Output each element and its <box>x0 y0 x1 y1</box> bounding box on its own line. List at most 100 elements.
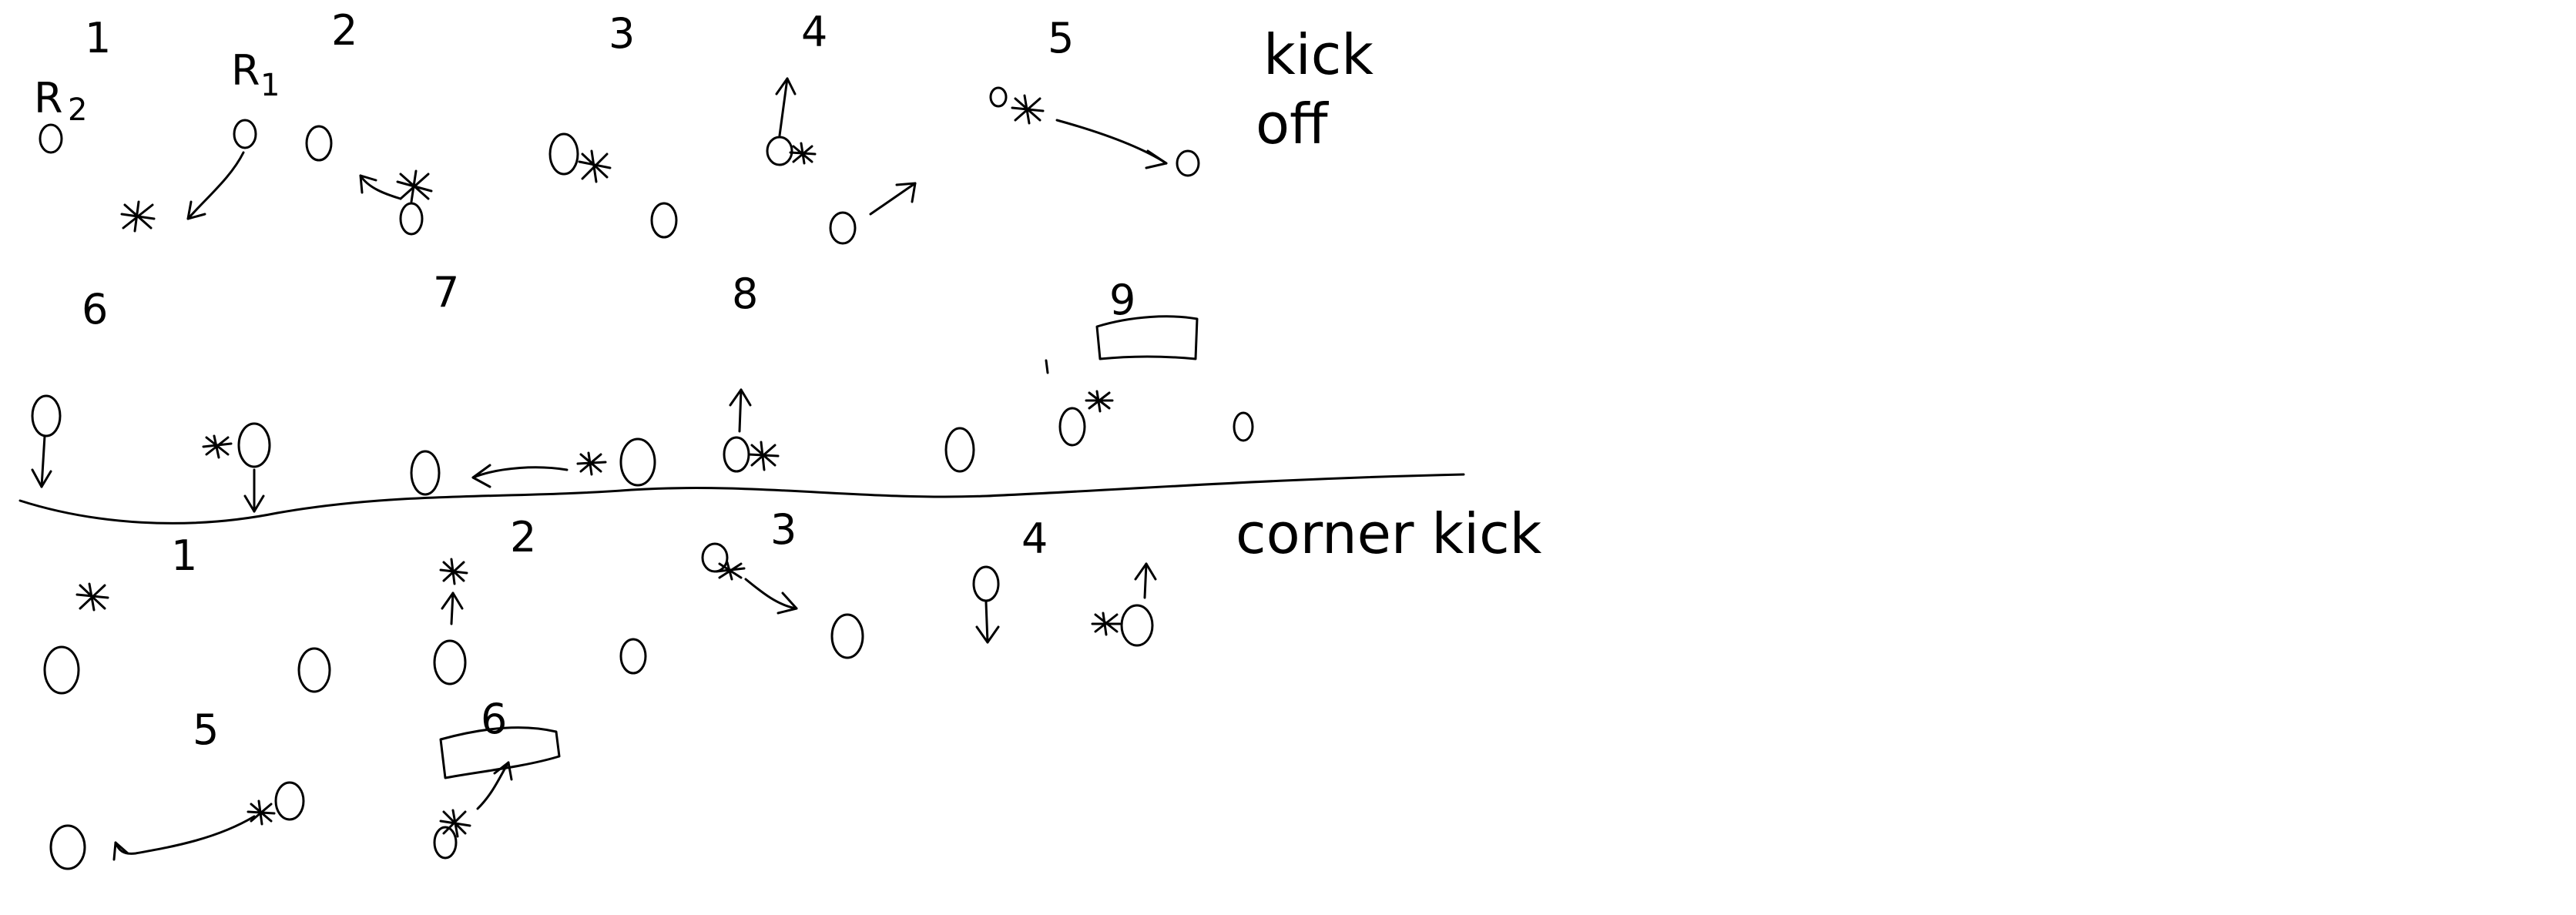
player-marker <box>410 450 441 496</box>
player-marker <box>829 211 857 245</box>
ball-marker <box>1085 390 1114 413</box>
goal-box <box>1095 315 1199 360</box>
player-marker <box>1058 407 1086 447</box>
ball-marker <box>396 169 433 203</box>
kickoff-scenario-number-7: 7 <box>433 268 459 317</box>
player-marker <box>233 119 257 149</box>
player-marker <box>1233 411 1254 442</box>
movement-arrow <box>1055 119 1168 165</box>
player-marker <box>31 394 62 437</box>
goal-box <box>439 726 561 779</box>
player-marker <box>433 826 458 860</box>
ball-marker <box>1011 94 1045 125</box>
kickoff-scenario-number-9: 9 <box>1109 276 1135 324</box>
ball-marker <box>747 441 780 471</box>
corner-scenario-number-4: 4 <box>1021 514 1048 563</box>
arrowhead <box>471 464 491 488</box>
movement-arrow <box>869 182 917 216</box>
player-marker <box>399 202 424 236</box>
ball-marker <box>701 542 746 581</box>
kickoff-scenario-number-5: 5 <box>1048 14 1074 62</box>
movement-arrow <box>778 77 789 137</box>
player-marker <box>830 613 864 659</box>
arrowhead <box>975 625 1000 644</box>
arrowhead <box>243 494 265 513</box>
ball-marker <box>75 582 109 612</box>
ball-marker <box>789 142 817 165</box>
player-marker <box>619 437 656 487</box>
corner-scenario-number-2: 2 <box>510 513 536 561</box>
ball-marker <box>439 558 468 585</box>
arrowhead <box>895 182 917 203</box>
player-marker <box>723 436 750 473</box>
movement-arrow <box>984 601 989 644</box>
section-divider-line <box>18 473 1465 525</box>
player-marker <box>49 824 86 870</box>
arrowhead <box>186 200 206 220</box>
corner-kick-section: corner kick 1 2 3 4 5 6 <box>43 501 1542 870</box>
player-marker <box>766 136 793 166</box>
corner-scenario-number-3: 3 <box>770 505 797 554</box>
arrowhead <box>775 77 797 96</box>
movement-arrow <box>186 151 245 220</box>
movement-arrow <box>114 815 256 855</box>
player-marker <box>297 647 331 693</box>
movement-arrow <box>476 761 510 810</box>
ball-marker <box>247 799 276 826</box>
ball-marker <box>576 451 607 476</box>
robot-label-r1-index: 1 <box>260 68 280 103</box>
player-marker <box>548 132 579 176</box>
kickoff-scenario-number-8: 8 <box>732 270 758 318</box>
corner-kick-title: corner kick <box>1236 501 1542 566</box>
ball-marker <box>439 809 471 838</box>
player-marker <box>39 123 63 154</box>
player-marker <box>237 422 271 468</box>
arrowhead <box>1134 562 1157 581</box>
movement-arrow <box>40 434 46 488</box>
player-marker <box>433 639 467 685</box>
kickoff-title-line1: kick <box>1263 22 1374 87</box>
ball-marker <box>120 200 156 233</box>
movement-arrow <box>471 466 569 479</box>
ball-marker <box>578 149 612 183</box>
robot-label-r2-index: 2 <box>68 92 87 128</box>
movement-arrow <box>744 578 798 610</box>
player-marker <box>989 86 1008 108</box>
arrowhead <box>441 592 464 610</box>
player-marker <box>43 645 80 695</box>
corner-scenario-number-5: 5 <box>193 706 219 754</box>
player-marker <box>274 781 305 821</box>
arrowhead <box>31 468 52 488</box>
movement-arrow <box>359 174 402 200</box>
arrowhead <box>729 388 752 407</box>
corner-scenario-number-1: 1 <box>171 531 197 580</box>
movement-arrow <box>450 592 454 625</box>
player-marker <box>1176 149 1200 177</box>
arrowhead <box>112 841 129 861</box>
kickoff-scenario-number-4: 4 <box>801 8 827 56</box>
kickoff-scenario-number-1: 1 <box>85 14 111 62</box>
robot-label-r1-letter: R <box>231 46 260 95</box>
arrowhead <box>493 761 513 781</box>
kickoff-scenario-number-6: 6 <box>82 285 108 333</box>
player-marker <box>305 125 333 162</box>
arrowhead <box>359 174 377 194</box>
kickoff-section: kick off 1 2 3 4 5 6 7 8 9 R 2 R 1 <box>31 6 1374 513</box>
ball-marker <box>202 434 233 459</box>
ball-marker <box>1091 612 1122 636</box>
movement-arrow <box>738 388 743 433</box>
movement-arrow <box>1143 562 1148 599</box>
player-marker <box>1120 604 1154 647</box>
player-marker <box>619 638 647 675</box>
ink-tick-mark <box>1045 359 1049 374</box>
arrowhead <box>776 592 798 615</box>
player-marker <box>650 202 678 239</box>
player-marker <box>944 427 975 473</box>
player-marker <box>972 565 1000 602</box>
arrowhead <box>1145 149 1168 169</box>
kickoff-scenario-number-3: 3 <box>609 9 635 58</box>
kickoff-title-line2: off <box>1256 92 1329 156</box>
robot-label-r2-letter: R <box>34 74 63 122</box>
